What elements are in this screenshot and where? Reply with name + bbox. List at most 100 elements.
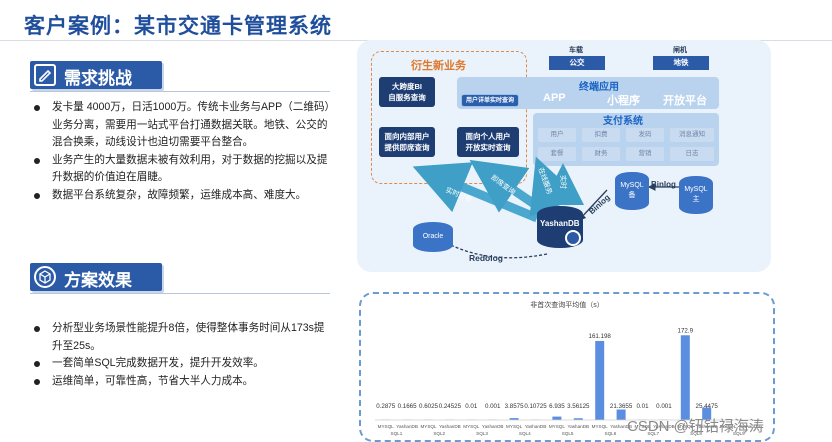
chart-data-label: 0.6025: [419, 403, 438, 410]
binlog-label-1: Binlog: [651, 180, 676, 189]
section-heading-label: 方案效果: [64, 271, 132, 290]
chart-category-label: MYSQL: [677, 424, 694, 429]
bus-node-bottom: 公交: [549, 56, 605, 70]
chart-category-label: MYSQL: [506, 424, 523, 429]
chart-category-label: YashanDB: [396, 424, 418, 429]
payment-pill: 日志: [670, 147, 714, 161]
chart-group-label: SQL4: [519, 431, 531, 436]
challenge-list: 发卡量 4000万，日活1000万。传统卡业务与APP（二维码）业务分离，需要用…: [32, 99, 332, 204]
metro-node-top: 闸机: [673, 47, 687, 54]
list-item: 运维简单，可靠性高，节省大半人力成本。: [32, 373, 332, 391]
chart-data-label: 25.4475: [696, 403, 719, 410]
chart-data-label: 0.2875: [376, 403, 395, 410]
chart-category-label: MYSQL: [549, 424, 566, 429]
section-heading-challenges: 需求挑战: [30, 61, 162, 89]
chart-category-label: YashanDB: [653, 424, 675, 429]
chart-bar: [573, 418, 583, 420]
chart-bar: [595, 341, 605, 420]
chart-group-label: SQL5: [562, 431, 574, 436]
chart-data-label: 0.1665: [398, 403, 417, 410]
oracle-db: Oracle: [413, 222, 453, 252]
section-heading-label: 需求挑战: [64, 69, 132, 88]
chart-data-label: 3.8575: [505, 403, 524, 410]
chart-category-label: MYSQL: [378, 424, 395, 429]
section-underline: [30, 91, 330, 92]
chart-category-label: MYSQL: [720, 424, 737, 429]
chart-data-label: 0.01: [465, 403, 478, 410]
terminal-app-open-platform: 开放平台: [663, 95, 707, 107]
payment-pill: 营销: [626, 147, 664, 161]
metro-node: 闸机 地铁: [653, 43, 709, 71]
watermark: CSDN @钮钴禄海涛: [627, 418, 764, 435]
chart-category-label: YashanDB: [482, 424, 504, 429]
edit-doc-icon: [34, 64, 56, 86]
terminal-chip-realtime: 用户详单实时查询: [461, 94, 519, 107]
chart-data-label: 21.3655: [610, 403, 633, 410]
derived-business-title: 衍生新业务: [411, 60, 466, 72]
page-title: 客户案例：某市交通卡管理系统: [24, 15, 332, 38]
chart-group-label: SQL7: [647, 431, 659, 436]
chart-group-label: SQL1: [391, 431, 403, 436]
terminal-app-app: APP: [543, 92, 566, 104]
bus-node: 车载 公交: [549, 43, 605, 71]
yashandb-label: YashanDB: [540, 219, 580, 228]
redolog-label: Redolog: [469, 253, 503, 263]
chart-category-label: YashanDB: [696, 424, 718, 429]
chart-bar: [552, 416, 562, 420]
payment-pill: 财务: [582, 147, 620, 161]
chart-bar: [702, 407, 712, 420]
derived-item-personal-query: 面向个人用户 开放实时查询: [457, 127, 519, 157]
chart-data-label: 0.001: [485, 403, 501, 410]
chart-data-label: 0.10725: [524, 403, 547, 410]
payment-pill: 发码: [626, 128, 664, 142]
chart-data-label: 6.935: [549, 403, 565, 410]
list-item: 数据平台系统复杂，故障频繁，运维成本高、难度大。: [32, 187, 332, 205]
cube-icon: [34, 266, 56, 288]
chart-data-label: 0.01: [636, 403, 649, 410]
chart-group-label: SQL6: [605, 431, 617, 436]
chart-group-label: SQL9: [733, 431, 745, 436]
chart-data-label: 161.198: [589, 333, 612, 340]
payment-title: 支付系统: [603, 116, 643, 127]
payment-pill: 用户: [538, 128, 576, 142]
chart-data-label: 3.56125: [567, 403, 590, 410]
list-item: 一套简单SQL完成数据开发，提升开发效率。: [32, 355, 332, 373]
chart-category-label: MYSQL: [634, 424, 651, 429]
chart-category-label: YashanDB: [739, 424, 761, 429]
payment-pill: 消息通知: [670, 128, 714, 142]
chart-group-label: SQL8: [690, 431, 702, 436]
payment-pill: 扣费: [582, 128, 620, 142]
results-list: 分析型业务场景性能提升8倍，使得整体事务时间从173s提升至25s。 一套简单S…: [32, 320, 332, 390]
architecture-diagram: 衍生新业务 大跨度BI 自服务查询 面向内部用户 提供即席查询 面向个人用户 开…: [357, 40, 771, 272]
chart-category-label: MYSQL: [420, 424, 437, 429]
list-item: 业务产生的大量数据未被有效利用，对于数据的挖掘以及提升数据的价值迫在眉睫。: [32, 152, 332, 187]
chart-bar: [616, 409, 626, 420]
arrow-label-4: 实时: [559, 175, 566, 189]
chart-category-label: YashanDB: [525, 424, 547, 429]
metro-node-bottom: 地铁: [653, 56, 709, 70]
chart-data-label: 0.001: [656, 403, 672, 410]
chart-group-label: SQL3: [476, 431, 488, 436]
terminal-app-miniprogram: 小程序: [607, 95, 640, 107]
chart-group-label: SQL2: [433, 431, 445, 436]
bus-node-top: 车载: [569, 47, 583, 54]
flow-arrows: [412, 156, 702, 259]
section-heading-results: 方案效果: [30, 263, 162, 291]
chart-category-label: YashanDB: [610, 424, 632, 429]
chart-category-label: YashanDB: [567, 424, 589, 429]
chart-category-label: MYSQL: [463, 424, 480, 429]
mysql-standby-db: MySQL 备: [615, 172, 649, 210]
list-item: 分析型业务场景性能提升8倍，使得整体事务时间从173s提升至25s。: [32, 320, 332, 355]
chart-category-label: MYSQL: [592, 424, 609, 429]
chart-data-label: 0.24525: [439, 403, 462, 410]
list-item: 发卡量 4000万，日活1000万。传统卡业务与APP（二维码）业务分离，需要用…: [32, 99, 332, 152]
derived-item-internal-query: 面向内部用户 提供即席查询: [379, 127, 435, 157]
terminal-app-title: 终端应用: [579, 82, 619, 93]
chart-bar: [509, 418, 519, 420]
mysql-primary-db: MySQL 主: [679, 176, 713, 214]
chart-data-label: 172.9: [678, 327, 694, 334]
chart-title: 非首次查询平均值（s）: [530, 300, 604, 309]
derived-item-bi: 大跨度BI 自服务查询: [379, 77, 435, 107]
